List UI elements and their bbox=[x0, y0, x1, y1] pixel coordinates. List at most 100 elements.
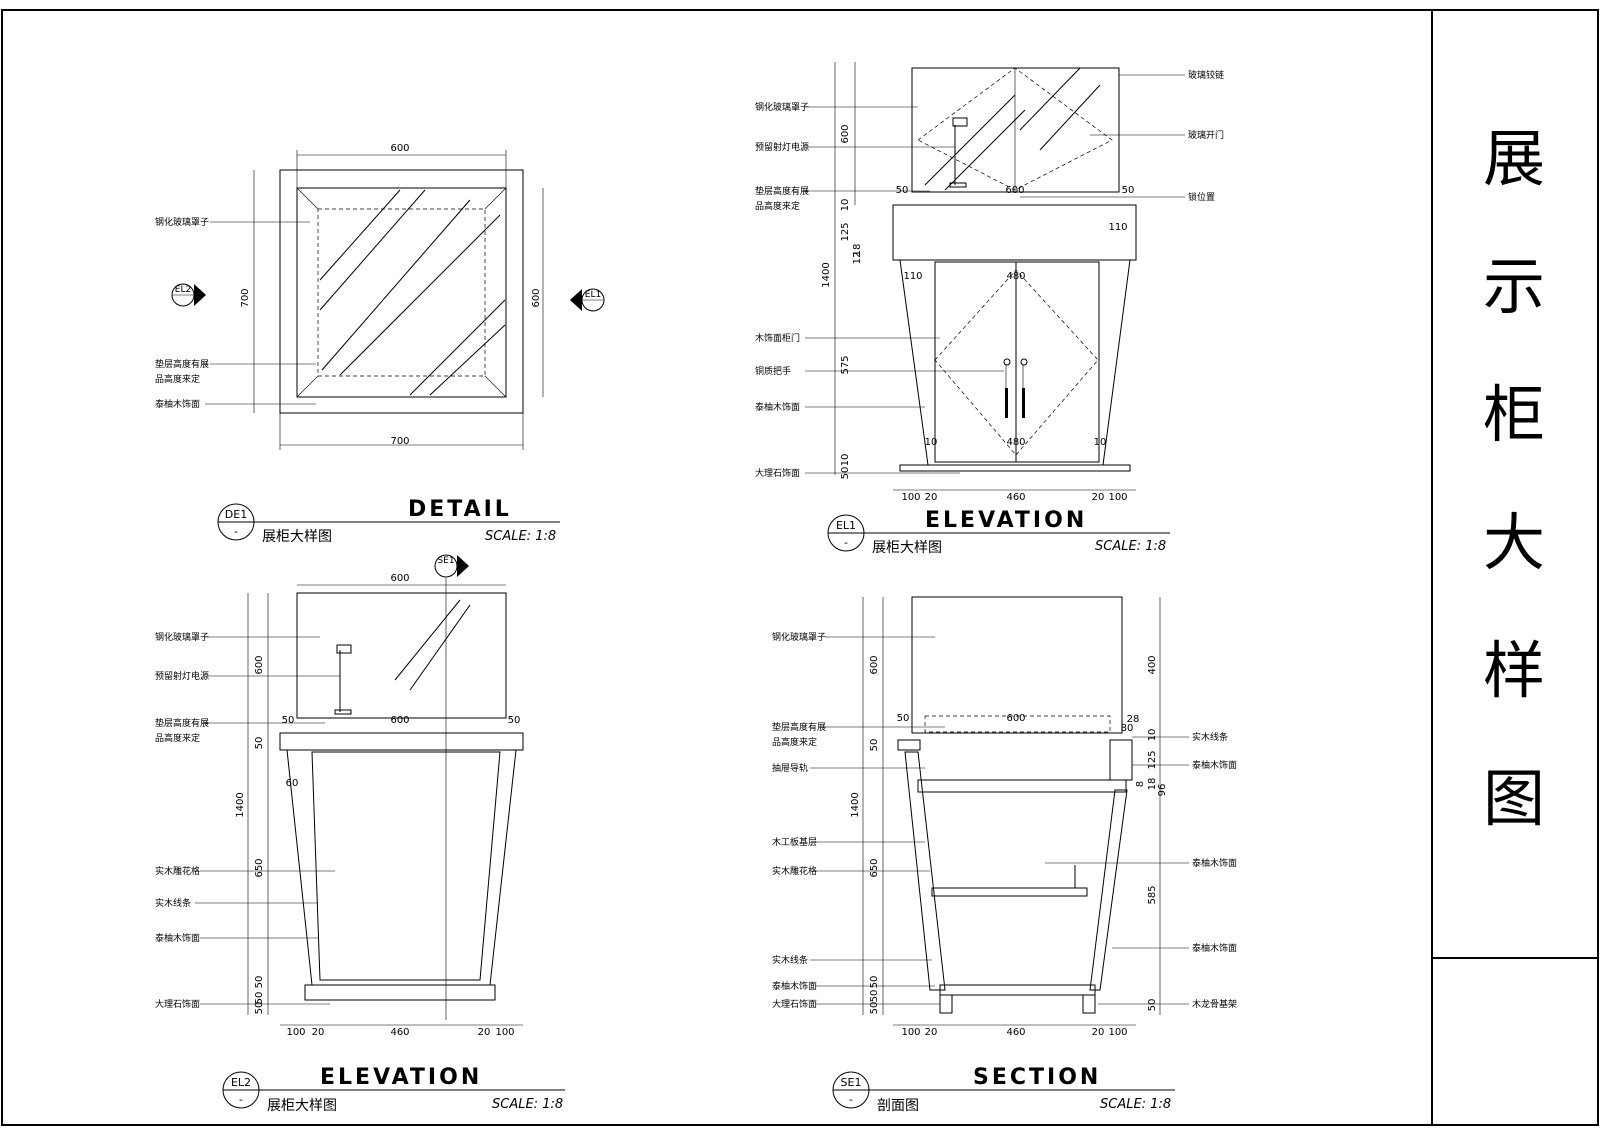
views-se1-heading: SECTION bbox=[973, 1065, 1101, 1090]
el1-labels-door: 木饰面柜门 bbox=[755, 332, 800, 344]
el2-dims-b100r: 100 bbox=[495, 1027, 514, 1038]
el2-dims-w600: 600 bbox=[390, 715, 409, 726]
el1-dims-b20r: 20 bbox=[1092, 492, 1105, 503]
se1-dims-b100r: 100 bbox=[1108, 1027, 1127, 1038]
views-el1-scale: SCALE: 1:8 bbox=[1095, 539, 1166, 554]
el1-elevation-view: 600 10 125 12 18 1400 575 50 10 50 600 5… bbox=[755, 62, 1224, 556]
el2-dims-h50d: 50 bbox=[254, 1002, 265, 1015]
views-el2-tag: EL2 bbox=[231, 1076, 251, 1089]
el1-dims-h12: 12 bbox=[852, 252, 863, 265]
views-se1-tag-sub: - bbox=[849, 1093, 853, 1106]
el1-dims-h10: 10 bbox=[840, 199, 851, 212]
views-se1-subtitle: 剖面图 bbox=[877, 1098, 919, 1114]
title-char: 样 bbox=[1483, 634, 1545, 707]
el1-dims-b20l: 20 bbox=[925, 492, 938, 503]
views-de1-subtitle: 展柜大样图 bbox=[262, 529, 332, 545]
marker-el1: EL1 bbox=[570, 288, 605, 312]
se1-dims-r585: 585 bbox=[1147, 885, 1158, 904]
marker-el1-label: EL1 bbox=[585, 290, 601, 300]
se1-dims-w50: 50 bbox=[897, 713, 910, 724]
se1-labels-pad2: 品高度来定 bbox=[772, 736, 817, 748]
el1-labels-lock: 锁位置 bbox=[1188, 191, 1215, 203]
views-se1-tag: SE1 bbox=[841, 1076, 862, 1089]
el1-labels-hinge: 玻璃铰链 bbox=[1188, 69, 1224, 81]
label-teak: 泰柚木饰面 bbox=[155, 398, 200, 410]
el1-dims-h10b: 10 bbox=[840, 454, 851, 467]
title-char: 展 bbox=[1483, 122, 1545, 195]
title-char: 示 bbox=[1483, 250, 1545, 323]
se1-dims-h50b: 50 bbox=[869, 976, 880, 989]
dim-right: 600 bbox=[531, 288, 542, 307]
glass-cover-outline bbox=[296, 187, 507, 398]
se1-dims-h50d: 50 bbox=[869, 1002, 880, 1015]
el2-dims-w50l: 50 bbox=[282, 715, 295, 726]
marker-se1: SE1 bbox=[434, 554, 469, 578]
el1-labels-pad1: 垫层高度有展 bbox=[755, 185, 809, 197]
el1-dims-w600: 600 bbox=[1005, 185, 1024, 196]
se1-dims-h600: 600 bbox=[869, 655, 880, 674]
se1-labels-r-teak3: 泰柚木饰面 bbox=[1192, 942, 1237, 954]
se1-labels-r-trim: 实木线条 bbox=[1192, 731, 1228, 743]
dim-top: 600 bbox=[390, 143, 409, 154]
el2-elevation-view: SE1 600 50 1400 650 50 50 50 600 50 600 … bbox=[155, 554, 565, 1114]
views-el2-subtitle: 展柜大样图 bbox=[267, 1098, 337, 1114]
dim-bottom: 700 bbox=[390, 436, 409, 447]
se1-dims-r8: 8 bbox=[1135, 781, 1146, 787]
el2-labels-trim: 实木线条 bbox=[155, 897, 191, 909]
views-el2-scale: SCALE: 1:8 bbox=[492, 1097, 563, 1112]
label-pad-2: 品高度来定 bbox=[155, 373, 200, 385]
views-el1-subtitle: 展柜大样图 bbox=[872, 540, 942, 556]
el1-dims-w480b: 480 bbox=[1006, 437, 1025, 448]
el1-dims-b100l: 100 bbox=[901, 492, 920, 503]
views-el2-tag-sub: - bbox=[239, 1093, 243, 1106]
title-block bbox=[1431, 9, 1599, 1126]
el1-labels-glass: 钢化玻璃罩子 bbox=[755, 101, 809, 113]
views-de1-scale: SCALE: 1:8 bbox=[485, 529, 556, 544]
views-el1-tag: EL1 bbox=[836, 519, 856, 532]
view-title-el1: EL1 - ELEVATION 展柜大样图 SCALE: 1:8 bbox=[827, 508, 1170, 556]
el2-labels-teak: 泰柚木饰面 bbox=[155, 932, 200, 944]
dim-left: 700 bbox=[240, 288, 251, 307]
el2-dims-top600: 600 bbox=[390, 573, 409, 584]
se1-dims-h1400: 1400 bbox=[850, 792, 861, 817]
el2-dims-b100l: 100 bbox=[286, 1027, 305, 1038]
glass-cover bbox=[911, 67, 1120, 193]
el2-dims-h60: 60 bbox=[286, 778, 299, 789]
el1-dims-h125: 125 bbox=[840, 222, 851, 241]
view-title-se1: SE1 - SECTION 剖面图 SCALE: 1:8 bbox=[832, 1065, 1175, 1114]
views-el2-heading: ELEVATION bbox=[320, 1065, 482, 1090]
el2-dims-h650: 650 bbox=[254, 858, 265, 877]
glass-hatch bbox=[319, 189, 506, 396]
el1-dims-h18: 18 bbox=[852, 244, 863, 257]
el2-dims-h50: 50 bbox=[254, 737, 265, 750]
views-de1-heading: DETAIL bbox=[408, 497, 512, 522]
se1-dims-r10: 10 bbox=[1147, 729, 1158, 742]
se1-labels-teak: 泰柚木饰面 bbox=[772, 980, 817, 992]
el2-dims-b460: 460 bbox=[390, 1027, 409, 1038]
el1-labels-marble: 大理石饰面 bbox=[755, 467, 800, 479]
view-title-el2: EL2 - ELEVATION 展柜大样图 SCALE: 1:8 bbox=[222, 1065, 565, 1114]
se1-dims-w600: 600 bbox=[1006, 713, 1025, 724]
se1-labels-trim: 实木线条 bbox=[772, 954, 808, 966]
se1-dims-r28: 28 bbox=[1127, 714, 1140, 725]
el1-dims-w50l: 50 bbox=[896, 185, 909, 196]
el1-dims-w480a: 480 bbox=[1006, 271, 1025, 282]
se1-dims-r80: 80 bbox=[1121, 723, 1134, 734]
el1-dims-w110l: 110 bbox=[903, 271, 922, 282]
el2-dims-h1400: 1400 bbox=[235, 792, 246, 817]
se1-dims-r18: 18 bbox=[1147, 778, 1158, 791]
views-el1-heading: ELEVATION bbox=[925, 508, 1087, 533]
el2-labels-glass: 钢化玻璃罩子 bbox=[155, 631, 209, 643]
se1-dims-r50: 50 bbox=[1147, 999, 1158, 1012]
el1-dims-b460: 460 bbox=[1006, 492, 1025, 503]
se1-labels-marble: 大理石饰面 bbox=[772, 998, 817, 1010]
el1-labels-handle: 铜质把手 bbox=[755, 365, 791, 377]
views-se1-scale: SCALE: 1:8 bbox=[1100, 1097, 1171, 1112]
el1-labels-pad2: 品高度来定 bbox=[755, 200, 800, 212]
se1-section-view: 600 50 1400 650 50 50 50 400 10 125 18 8… bbox=[772, 596, 1237, 1114]
el1-labels-spot: 预留射灯电源 bbox=[755, 141, 809, 153]
el1-labels-teak: 泰柚木饰面 bbox=[755, 401, 800, 413]
label-pad-1: 垫层高度有展 bbox=[155, 358, 209, 370]
el1-dims-b100r: 100 bbox=[1108, 492, 1127, 503]
title-char: 大 bbox=[1483, 506, 1545, 579]
